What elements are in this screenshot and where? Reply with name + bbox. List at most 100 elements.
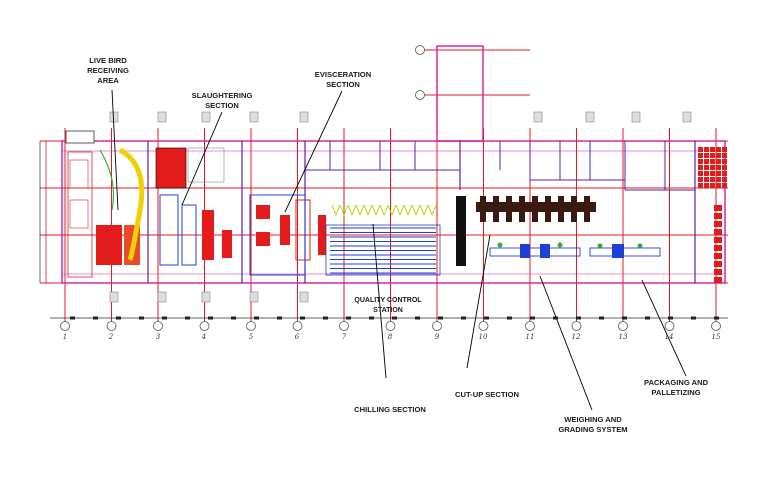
column-pier (585, 111, 595, 123)
cold-store-rack (698, 183, 703, 188)
shackle-line (347, 204, 357, 217)
column-pier (533, 111, 543, 123)
label-slaughtering: SLAUGHTERING SECTION (191, 91, 253, 110)
dimension-tick (185, 316, 190, 320)
dimension-tick (415, 316, 420, 320)
column-pier (299, 291, 309, 303)
cold-store-rack (704, 183, 709, 188)
leader-line (641, 279, 687, 377)
leader-line (181, 111, 223, 206)
cold-store-rack (710, 147, 715, 152)
grid-number: 5 (248, 333, 254, 341)
column-pier (249, 291, 259, 303)
shackle-line (419, 204, 429, 217)
cold-store-rack (716, 171, 721, 176)
scalding-unit (155, 147, 187, 189)
grid-number: 8 (387, 333, 393, 341)
plucker-machine (222, 230, 232, 258)
grid-number: 9 (434, 333, 440, 341)
column-pier (201, 111, 211, 123)
column-pier (249, 111, 259, 123)
cold-store-rack (710, 165, 715, 170)
equipment-layout (67, 147, 727, 283)
overhead-line (181, 204, 197, 266)
yellow-conveyor (118, 147, 145, 261)
label-chilling: CHILLING SECTION (354, 405, 426, 414)
shackle-line (339, 204, 349, 217)
cold-store-rack (704, 159, 709, 164)
grid-bubble (199, 321, 210, 331)
column-pier (109, 111, 119, 123)
grid-number: 3 (155, 333, 161, 341)
cut-up-machine (545, 196, 551, 222)
grid-bubble (292, 321, 303, 331)
north-annex-outline (436, 45, 484, 142)
cold-store-rack (704, 165, 709, 170)
column-pier (631, 111, 641, 123)
dimension-tick (254, 316, 259, 320)
cold-store-rack (716, 177, 721, 182)
dimension-line (50, 316, 728, 320)
cold-store-rack (698, 147, 703, 152)
cold-store-rack (722, 183, 727, 188)
label-live-bird-receiving: LIVE BIRD RECEIVING AREA (87, 56, 129, 85)
cold-store-rack (698, 165, 703, 170)
leader-line (539, 275, 593, 411)
cold-store-rack (698, 177, 703, 182)
pallet-rack (714, 277, 722, 283)
cold-store-rack (716, 159, 721, 164)
dimension-tick (622, 316, 627, 320)
dimension-tick (277, 316, 282, 320)
shackle-line (411, 204, 421, 217)
grid-number: 14 (664, 333, 674, 341)
packaging-line (589, 247, 661, 257)
cold-store-rack (722, 153, 727, 158)
grid-number: 12 (571, 333, 581, 341)
grid-number: 10 (478, 333, 488, 341)
cold-store-rack (716, 153, 721, 158)
grid-bubble (246, 321, 256, 331)
cold-store-rack (704, 153, 709, 158)
pallet-rack (714, 213, 722, 219)
evisceration-machine (256, 205, 270, 219)
cold-store-rack (716, 147, 721, 152)
label-quality-control: QUALITY CONTROL STATION (354, 297, 422, 314)
pallet-rack (714, 205, 722, 211)
grid-bubble (664, 321, 675, 331)
grid-number: 6 (294, 333, 300, 341)
cold-store-rack (710, 171, 715, 176)
dimension-tick (139, 316, 144, 320)
leader-line (111, 89, 119, 211)
shackle-line (379, 204, 389, 217)
dimension-tick (576, 316, 581, 320)
dimension-tick (714, 316, 719, 320)
shackle-line (403, 204, 413, 217)
column-pier (299, 111, 309, 123)
label-packaging: PACKAGING AND PALLETIZING (643, 378, 709, 397)
grid-bubble (385, 321, 396, 331)
shackle-line (427, 204, 437, 217)
cold-store-rack (698, 153, 703, 158)
column-pier (682, 111, 692, 123)
workstation (557, 242, 563, 248)
leader-line (466, 234, 491, 369)
pallet-rack (714, 253, 722, 259)
pallet-rack (714, 221, 722, 227)
leader-line (372, 223, 387, 379)
shackle-line (331, 204, 341, 217)
grid-bubble (711, 321, 721, 331)
cold-store-rack (704, 147, 709, 152)
leader-line (284, 90, 343, 213)
cut-up-machine (584, 196, 590, 222)
column-pier (157, 291, 167, 303)
cold-store-rack (704, 177, 709, 182)
cut-up-machine (532, 196, 538, 222)
transfer-conveyor (456, 196, 466, 266)
label-weighing-grading: WEIGHING AND GRADING SYSTEM (558, 415, 628, 434)
grid-bubble (525, 321, 535, 331)
grid-bubble (60, 321, 70, 331)
grid-bubble (153, 321, 163, 331)
workstation (597, 243, 603, 249)
cold-store-rack (710, 159, 715, 164)
